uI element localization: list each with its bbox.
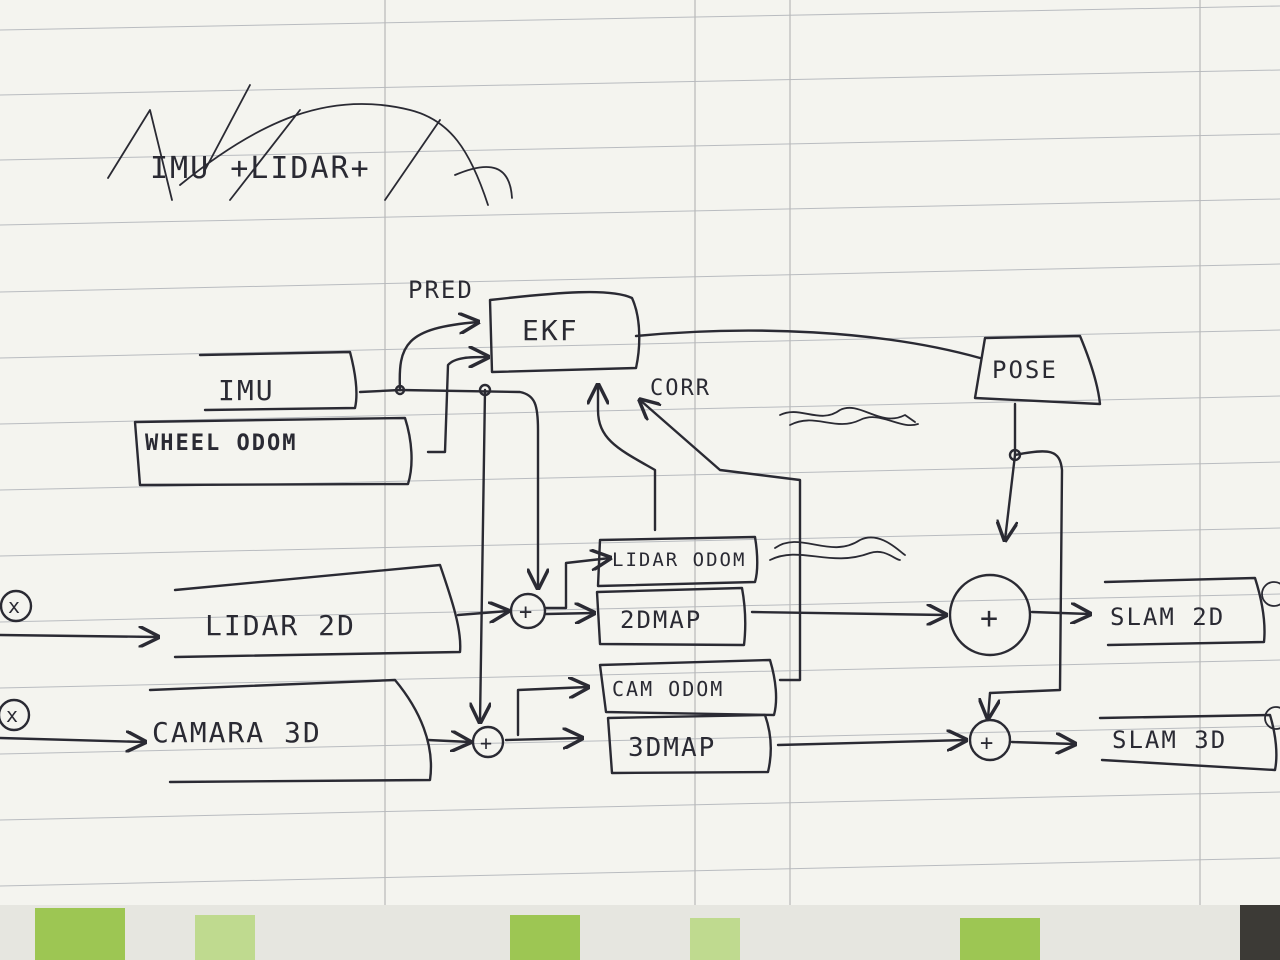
map-3d-block: 3DMAP bbox=[606, 713, 772, 775]
lidar-input-mark: x bbox=[8, 594, 22, 618]
sum-node-slam-2d: + bbox=[948, 573, 1032, 657]
diagram-title: IMU +LIDAR+ bbox=[150, 151, 371, 186]
crossed-out-scribble bbox=[769, 407, 919, 561]
ekf-label: EKF bbox=[522, 314, 579, 347]
lidar-2d-box bbox=[173, 563, 462, 659]
pose-label: POSE bbox=[992, 356, 1058, 384]
pose-box bbox=[973, 334, 1102, 406]
map-3d-label: 3DMAP bbox=[628, 733, 716, 763]
lidar-2d-label: LIDAR 2D bbox=[205, 609, 356, 642]
imu-block: IMU bbox=[198, 350, 358, 412]
svg-text:+: + bbox=[980, 601, 1000, 636]
lidar-2d-block: LIDAR 2D bbox=[173, 563, 462, 659]
corr-label: CORR bbox=[650, 376, 711, 401]
slam-2d-block: SLAM 2D bbox=[1103, 576, 1280, 647]
wheel-odom-label: WHEEL ODOM bbox=[145, 431, 297, 456]
slam-2d-label: SLAM 2D bbox=[1110, 603, 1225, 631]
sum-node-camara: + bbox=[471, 725, 505, 759]
lidar-odom-block: LIDAR ODOM bbox=[596, 535, 759, 588]
camara-input-node: x bbox=[0, 698, 31, 732]
slam-3d-block: SLAM 3D bbox=[1098, 706, 1280, 772]
svg-text:+: + bbox=[980, 731, 995, 756]
lidar-odom-label: LIDAR ODOM bbox=[612, 549, 746, 571]
slam-3d-label: SLAM 3D bbox=[1112, 726, 1227, 754]
wheel-odom-block: WHEEL ODOM bbox=[133, 416, 413, 487]
wheel-odom-box bbox=[133, 416, 413, 487]
camara-3d-box bbox=[148, 678, 433, 784]
svg-text:+: + bbox=[519, 600, 534, 625]
ekf-block: EKF bbox=[488, 290, 641, 374]
pose-block: POSE bbox=[973, 334, 1102, 406]
lidar-odom-box bbox=[596, 535, 759, 588]
pred-label: PRED bbox=[408, 276, 474, 304]
slam-2d-box bbox=[1103, 576, 1266, 647]
slam-3d-box bbox=[1098, 713, 1278, 772]
camara-3d-block: CAMARA 3D bbox=[148, 678, 433, 784]
imu-label: IMU bbox=[218, 374, 275, 407]
cam-odom-label: CAM ODOM bbox=[612, 677, 724, 701]
margin-lines bbox=[384, 0, 1201, 905]
map-2d-block: 2DMAP bbox=[595, 586, 747, 647]
map-2d-label: 2DMAP bbox=[620, 606, 702, 634]
title-block: IMU +LIDAR+ bbox=[107, 84, 513, 206]
title-scribble bbox=[107, 84, 513, 206]
cam-odom-box bbox=[598, 658, 778, 717]
camara-input-mark: x bbox=[6, 703, 20, 727]
imu-box bbox=[198, 350, 358, 412]
camara-3d-label: CAMARA 3D bbox=[152, 716, 322, 749]
connectors bbox=[0, 322, 1090, 745]
lidar-input-node: x bbox=[0, 589, 33, 623]
ekf-box bbox=[488, 290, 641, 374]
map-3d-box bbox=[606, 713, 772, 775]
cam-odom-block: CAM ODOM bbox=[598, 658, 778, 717]
map-2d-box bbox=[595, 586, 747, 647]
page-strip bbox=[0, 905, 1280, 960]
svg-text:+: + bbox=[480, 731, 494, 755]
